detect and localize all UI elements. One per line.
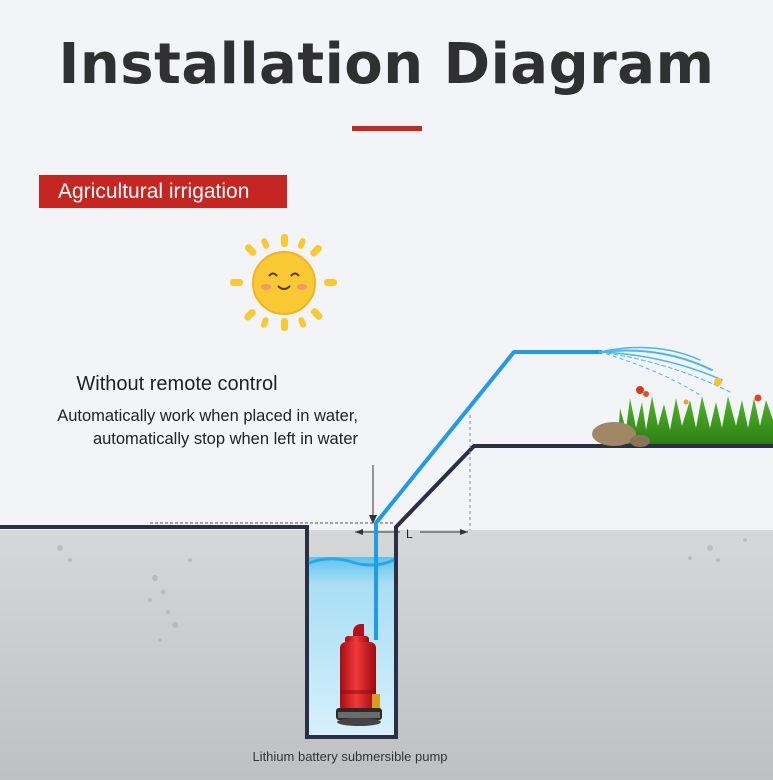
mode-heading: Without remote control xyxy=(76,373,278,395)
page-title: Installation Diagram xyxy=(58,32,715,97)
sun-icon xyxy=(230,234,337,331)
section-tag: Agricultural irrigation xyxy=(39,175,287,208)
water-spray xyxy=(599,346,731,396)
hose-pipe xyxy=(374,350,602,640)
rocks xyxy=(592,422,650,447)
ground-outline xyxy=(0,444,773,739)
mode-description-line-1: Automatically work when placed in water, xyxy=(57,407,358,425)
submersible-pump xyxy=(336,624,382,726)
title-underline xyxy=(352,126,422,131)
mode-description: Automatically work when placed in water,… xyxy=(0,405,358,451)
water-surface xyxy=(308,557,395,567)
pump-label: Lithium battery submersible pump xyxy=(252,749,448,764)
grass-field xyxy=(618,378,773,444)
distance-label: L xyxy=(406,527,413,541)
mode-description-line-2: automatically stop when left in water xyxy=(92,430,358,448)
